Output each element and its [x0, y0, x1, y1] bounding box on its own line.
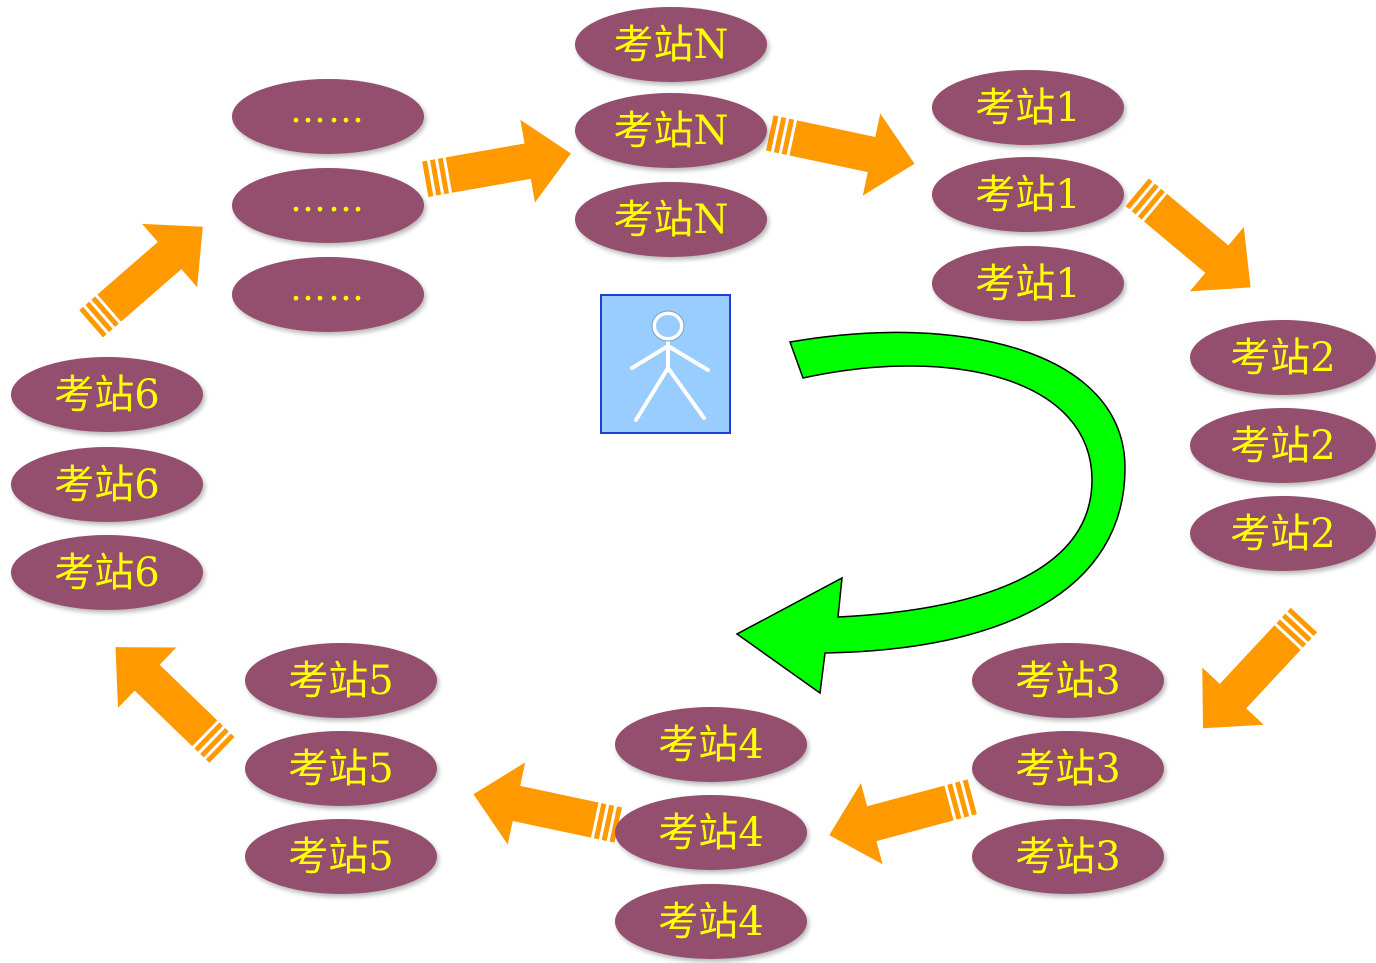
flow-arrow-icon: [1110, 160, 1278, 320]
station-3-1: 考站3: [972, 643, 1164, 718]
station-4-1: 考站4: [615, 707, 807, 782]
station-label: 考站4: [658, 898, 764, 945]
station-label: 考站3: [1015, 833, 1121, 880]
station-label: 考站5: [288, 657, 394, 704]
station-5-1: 考站5: [245, 643, 437, 718]
station-3-2: 考站3: [972, 731, 1164, 806]
station-label: 考站6: [54, 549, 160, 596]
station-n-1: 考站N: [575, 7, 767, 82]
station-label: 考站3: [1015, 745, 1121, 792]
flow-arrow-icon: [1172, 591, 1335, 757]
station-label: 考站6: [54, 371, 160, 418]
station-ellipsis-2: ……: [232, 168, 424, 243]
station-label: 考站4: [658, 809, 764, 856]
rotation-arrow-icon: [735, 331, 1126, 695]
station-2-1: 考站2: [1190, 320, 1376, 395]
station-n-2: 考站N: [575, 93, 767, 168]
station-label: 考站5: [288, 745, 394, 792]
station-1-1: 考站1: [932, 70, 1124, 145]
person-icon: [600, 294, 731, 434]
ellipsis-label: ……: [290, 178, 366, 220]
station-6-1: 考站6: [11, 357, 203, 432]
flow-arrow-icon: [818, 756, 984, 876]
station-label: 考站2: [1230, 334, 1336, 381]
station-label: 考站3: [1015, 657, 1121, 704]
flow-arrow-icon: [417, 112, 579, 221]
station-label: 考站5: [288, 833, 394, 880]
station-6-2: 考站6: [11, 447, 203, 522]
station-5-3: 考站5: [245, 819, 437, 894]
station-ellipsis-3: ……: [232, 257, 424, 332]
station-label: 考站1: [975, 171, 1081, 218]
station-label: 考站1: [975, 84, 1081, 131]
station-2-3: 考站2: [1190, 496, 1376, 571]
station-4-3: 考站4: [615, 884, 807, 959]
station-label: 考站N: [613, 196, 729, 243]
station-n-3: 考站N: [575, 182, 767, 257]
flow-arrow-icon: [761, 91, 924, 205]
flow-arrow-icon: [63, 195, 231, 356]
station-4-2: 考站4: [615, 795, 807, 870]
station-label: 考站6: [54, 461, 160, 508]
station-label: 考站2: [1230, 422, 1336, 469]
ellipsis-label: ……: [290, 267, 366, 309]
station-label: 考站N: [613, 21, 729, 68]
station-6-3: 考站6: [11, 535, 203, 610]
station-label: 考站1: [975, 260, 1081, 307]
station-1-2: 考站1: [932, 157, 1124, 232]
station-2-2: 考站2: [1190, 408, 1376, 483]
station-3-3: 考站3: [972, 819, 1164, 894]
ellipsis-label: ……: [290, 89, 366, 131]
station-1-3: 考站1: [932, 246, 1124, 321]
flow-arrow-icon: [86, 616, 252, 781]
station-label: 考站N: [613, 107, 729, 154]
station-label: 考站2: [1230, 510, 1336, 557]
station-label: 考站4: [658, 721, 764, 768]
station-5-2: 考站5: [245, 731, 437, 806]
station-ellipsis-1: ……: [232, 79, 424, 154]
flow-arrow-icon: [464, 753, 627, 867]
